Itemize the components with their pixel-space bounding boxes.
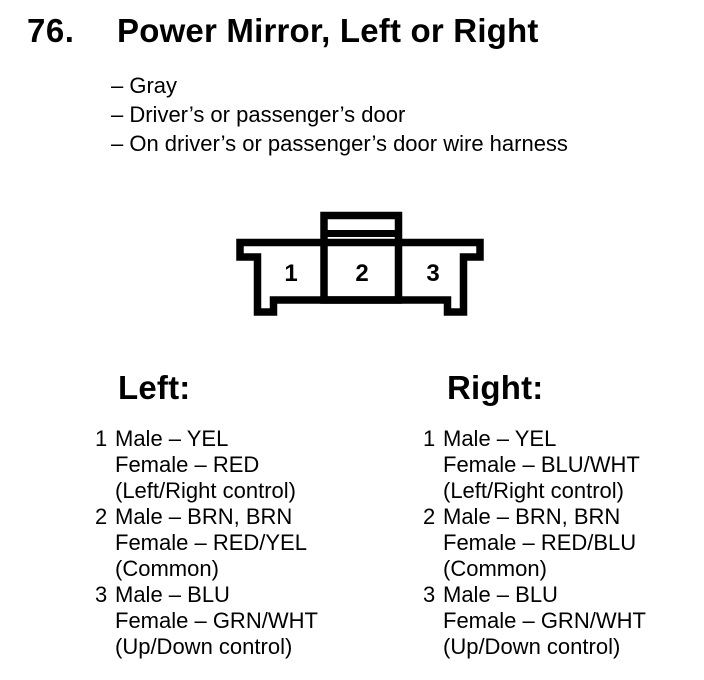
left-pin-list: 1 Male – YEL Female – RED (Left/Right co… [95, 426, 318, 660]
connector-diagram: 1 2 3 [236, 211, 484, 316]
pin-line-function: (Up/Down control) [115, 634, 293, 659]
right-pin-list: 1 Male – YEL Female – BLU/WHT (Left/Righ… [423, 426, 646, 660]
pin-entry: 2 Male – BRN, BRN Female – RED/YEL (Comm… [95, 504, 318, 582]
pin-line-female: Female – BLU/WHT [443, 452, 640, 477]
pin-line-function: (Left/Right control) [443, 478, 624, 503]
pin-line-female: Female – RED [115, 452, 260, 477]
pin-line-male: Male – BRN, BRN [443, 504, 621, 529]
pin-line-female: Female – GRN/WHT [443, 608, 646, 633]
connector-latch [320, 211, 403, 304]
connector-notes: – Gray – Driver’s or passenger’s door – … [111, 71, 568, 158]
pin-number: 1 [95, 426, 108, 451]
pin-line-function: (Up/Down control) [443, 634, 621, 659]
pin-number: 2 [95, 504, 108, 529]
left-column-heading: Left: [118, 369, 191, 406]
pin-description: Male – YEL Female – BLU/WHT (Left/Right … [443, 426, 646, 504]
pin-line-male: Male – YEL [115, 426, 229, 451]
pin-number: 3 [423, 582, 436, 607]
pin-entry: 1 Male – YEL Female – BLU/WHT (Left/Righ… [423, 426, 646, 504]
pin-line-male: Male – BRN, BRN [115, 504, 293, 529]
bullet-connector-location: – Driver’s or passenger’s door [111, 102, 406, 127]
pin-number: 1 [423, 426, 436, 451]
pin-description: Male – YEL Female – RED (Left/Right cont… [115, 426, 318, 504]
pin-line-female: Female – RED/YEL [115, 530, 307, 555]
pin-3-cavity-label: 3 [426, 260, 439, 287]
pin-line-male: Male – BLU [443, 582, 558, 607]
pin-number: 2 [423, 504, 436, 529]
connector-body-outline [236, 238, 484, 316]
pin-entry: 3 Male – BLU Female – GRN/WHT (Up/Down c… [95, 582, 318, 660]
pin-description: Male – BRN, BRN Female – RED/BLU (Common… [443, 504, 646, 582]
pin-description: Male – BLU Female – GRN/WHT (Up/Down con… [115, 582, 318, 660]
pin-line-function: (Common) [115, 556, 219, 581]
right-column-heading: Right: [447, 369, 544, 406]
pin-line-male: Male – YEL [443, 426, 557, 451]
pin-description: Male – BLU Female – GRN/WHT (Up/Down con… [443, 582, 646, 660]
page-title: Power Mirror, Left or Right [117, 12, 539, 49]
pin-description: Male – BRN, BRN Female – RED/YEL (Common… [115, 504, 318, 582]
pin-line-female: Female – GRN/WHT [115, 608, 318, 633]
pin-1-cavity-label: 1 [284, 260, 297, 287]
pin-line-male: Male – BLU [115, 582, 230, 607]
bullet-connector-harness: – On driver’s or passenger’s door wire h… [111, 131, 568, 156]
bullet-connector-color: – Gray [111, 73, 178, 98]
pin-line-function: (Left/Right control) [115, 478, 296, 503]
pin-entry: 1 Male – YEL Female – RED (Left/Right co… [95, 426, 318, 504]
pin-entry: 2 Male – BRN, BRN Female – RED/BLU (Comm… [423, 504, 646, 582]
pin-entry: 3 Male – BLU Female – GRN/WHT (Up/Down c… [423, 582, 646, 660]
pin-2-cavity-label: 2 [355, 260, 368, 287]
page-number: 76. [27, 12, 75, 49]
pin-line-female: Female – RED/BLU [443, 530, 637, 555]
pin-line-function: (Common) [443, 556, 547, 581]
pin-number: 3 [95, 582, 108, 607]
